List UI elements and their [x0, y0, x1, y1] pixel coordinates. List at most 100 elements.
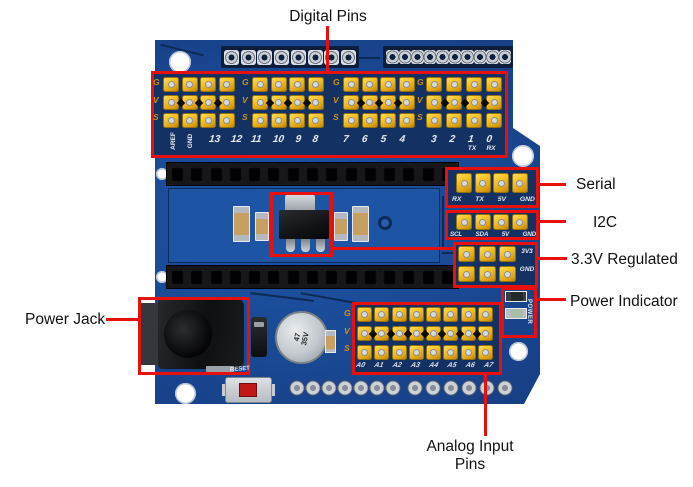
smd-capacitor — [325, 330, 336, 353]
pin-label: SCL — [450, 231, 462, 238]
pin-number: 1 — [467, 134, 475, 145]
pin-number: 9 — [294, 134, 302, 145]
silkscreen-pins-7-4: 7 6 5 4 — [342, 134, 406, 145]
reset-button-leg — [271, 384, 275, 396]
silkscreen-power: POWER — [526, 299, 532, 325]
pin-number: 11 — [250, 134, 263, 145]
label-analog-input-pins: Analog Input Pins — [402, 438, 538, 474]
label-serial: Serial — [576, 176, 616, 193]
silkscreen-v: V — [242, 94, 248, 105]
pin-label: 5V — [497, 196, 507, 203]
silkscreen-g: G — [417, 77, 424, 87]
top-header-pads-left — [221, 46, 359, 68]
smd-capacitor — [334, 212, 348, 241]
label-analog-line1: Analog Input — [426, 438, 514, 455]
pin-label: A0 — [355, 362, 366, 369]
silkscreen-s: S — [153, 112, 159, 122]
label-33v-regulated: 3.3V Regulated — [571, 251, 678, 268]
digital-header-block-4 — [426, 77, 502, 128]
leader-line-33v — [538, 257, 567, 260]
silkscreen-v: V — [153, 94, 159, 105]
mounting-hole — [512, 145, 534, 167]
power-jack-highlight-box — [138, 297, 250, 375]
bottom-header-pads-left — [289, 380, 401, 396]
silkscreen-pins-3-0: 3 2 1 0 — [430, 134, 493, 145]
pin-number: 3 — [430, 134, 438, 145]
regulator-leg — [286, 239, 295, 252]
pin-label: RX — [452, 196, 462, 203]
leader-line-i2c — [539, 220, 566, 223]
pin-label: A3 — [409, 362, 421, 369]
pin-label: GND — [519, 196, 535, 203]
regulator-tab — [285, 195, 315, 211]
diode-band — [254, 322, 264, 327]
analog-header-block — [357, 307, 493, 360]
digital-header-block-1 — [163, 77, 235, 128]
mounting-hole — [169, 51, 191, 73]
nano-socket-strip-bottom — [166, 265, 459, 289]
gvs-silkscreen: G V S — [344, 309, 351, 353]
power-led — [505, 308, 527, 319]
capacitor-marking: 47 35V — [291, 330, 311, 346]
trace-line — [442, 196, 444, 248]
pin-label: A2 — [391, 362, 403, 369]
pin-label: A4 — [428, 362, 439, 369]
silkscreen-pins-11-8: 11 10 9 8 — [250, 134, 319, 145]
silkscreen-s: S — [344, 343, 350, 353]
top-header-pads-right — [383, 46, 513, 68]
silkscreen-rx: RX — [486, 145, 496, 152]
silkscreen-tx: TX — [467, 145, 477, 152]
leader-line-power-jack — [106, 318, 138, 321]
power-indicator-highlight-box — [501, 287, 537, 338]
regulator-highlight-box — [270, 192, 333, 257]
label-digital-pins: Digital Pins — [289, 8, 367, 25]
via-hole — [378, 216, 392, 230]
leader-line-serial — [539, 183, 566, 186]
silkscreen-aref: AREF — [170, 132, 177, 150]
silkscreen-g: G — [333, 77, 340, 87]
silkscreen-g: G — [344, 308, 351, 318]
silkscreen-g: G — [153, 77, 160, 87]
digital-header-block-3 — [343, 77, 415, 128]
silkscreen-v: V — [333, 94, 339, 105]
smd-capacitor — [352, 206, 369, 242]
mounting-hole — [509, 342, 528, 361]
pin-number: 13 — [208, 134, 221, 145]
pin-number: 6 — [361, 134, 369, 145]
leader-line-regulator — [333, 247, 454, 250]
silkscreen-g: G — [242, 77, 249, 87]
serial-header-block — [456, 173, 528, 194]
smd-capacitor — [255, 212, 269, 241]
regulator-leg — [301, 239, 310, 252]
regulator-leg — [316, 239, 325, 252]
smd-capacitor — [233, 206, 250, 242]
diode — [251, 317, 267, 357]
pin-label: SDA — [475, 231, 489, 238]
leader-line-digital-pins — [326, 26, 329, 72]
power-jack-barrel — [164, 310, 212, 358]
pin-label: A7 — [483, 362, 494, 369]
gvs-silkscreen: G V S — [153, 78, 160, 122]
pin-label: GND — [522, 231, 537, 238]
serial-pin-labels: RX TX 5V GND — [452, 196, 535, 203]
gvs-silkscreen: G V S — [333, 78, 340, 122]
leader-line-analog-pins — [484, 374, 487, 436]
pin-number: 10 — [272, 134, 285, 145]
mounting-hole — [156, 271, 168, 283]
silkscreen-3v3-gnd: GND — [519, 266, 535, 273]
silkscreen-s: S — [417, 112, 423, 122]
mounting-hole — [175, 383, 196, 404]
nano-socket-strip-top — [166, 162, 459, 186]
pin-label: TX — [475, 196, 484, 203]
label-analog-line2: Pins — [454, 456, 486, 473]
pin-label: A1 — [373, 362, 385, 369]
label-power-jack: Power Jack — [25, 311, 106, 328]
label-i2c: I2C — [593, 214, 618, 231]
silkscreen-s: S — [242, 112, 248, 122]
gvs-silkscreen: G V S — [417, 78, 424, 122]
pin-label: 5V — [501, 231, 510, 238]
bottom-header-pads-right — [407, 380, 513, 396]
digital-header-block-2 — [252, 77, 324, 128]
trace-line — [442, 252, 458, 254]
voltage-regulator — [279, 210, 329, 239]
